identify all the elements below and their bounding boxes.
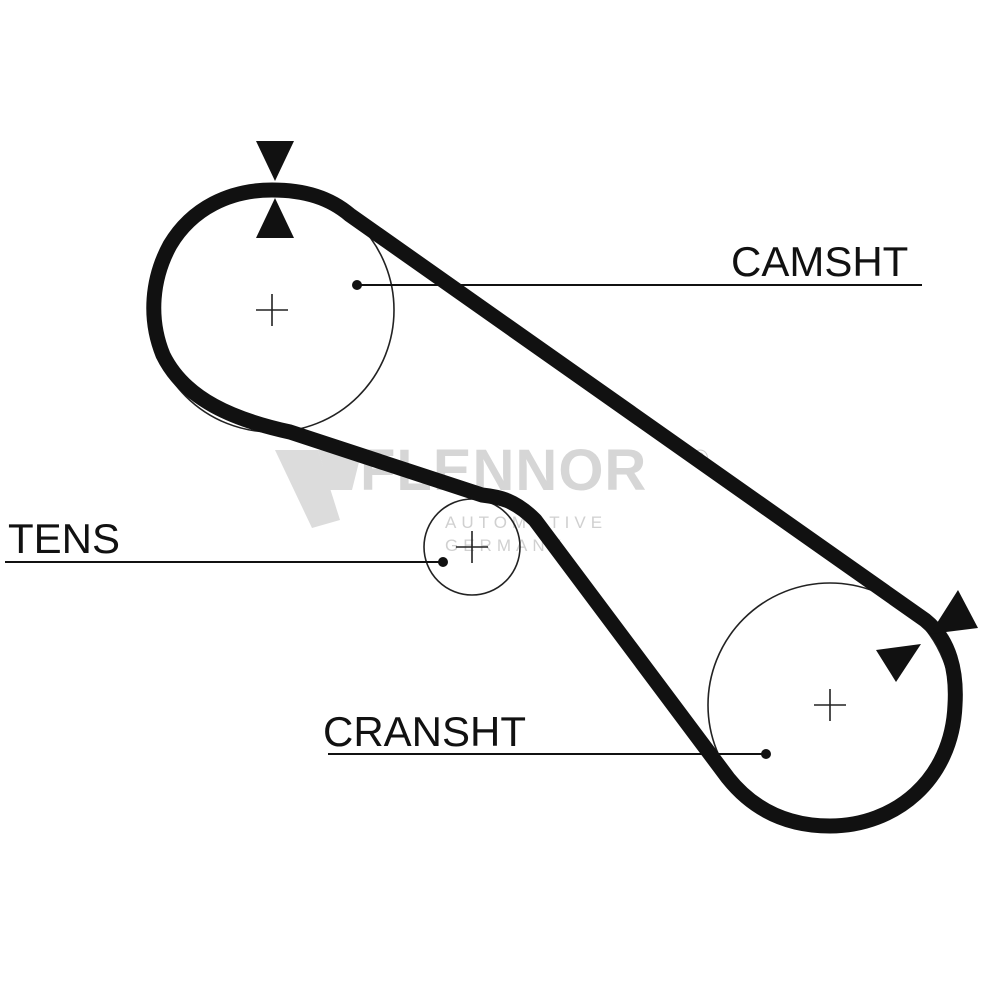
camshaft-timing-mark-top [256, 141, 294, 181]
crankshaft-timing-mark-inner [876, 644, 921, 682]
camshaft-label: CAMSHT [731, 238, 908, 285]
crankshaft-label: CRANSHT [323, 708, 526, 755]
camshaft-timing-mark-bottom [256, 198, 294, 238]
camshaft-center-mark [256, 294, 288, 326]
watermark-line1: AUTOMOTIVE [445, 513, 607, 532]
camshaft-leader-dot [352, 280, 362, 290]
tensioner-label: TENS [8, 515, 120, 562]
watermark-logo-mark [275, 450, 340, 528]
tensioner-center-mark [456, 531, 488, 563]
timing-belt [146, 182, 963, 834]
tensioner-leader-dot [438, 557, 448, 567]
crankshaft-leader-dot [761, 749, 771, 759]
flennor-watermark: FLENNOR ® AUTOMOTIVE GERMANY [275, 438, 708, 555]
crankshaft-timing-mark-outer [930, 590, 978, 634]
watermark-line2: GERMANY [445, 536, 566, 555]
crankshaft-center-mark [814, 689, 846, 721]
